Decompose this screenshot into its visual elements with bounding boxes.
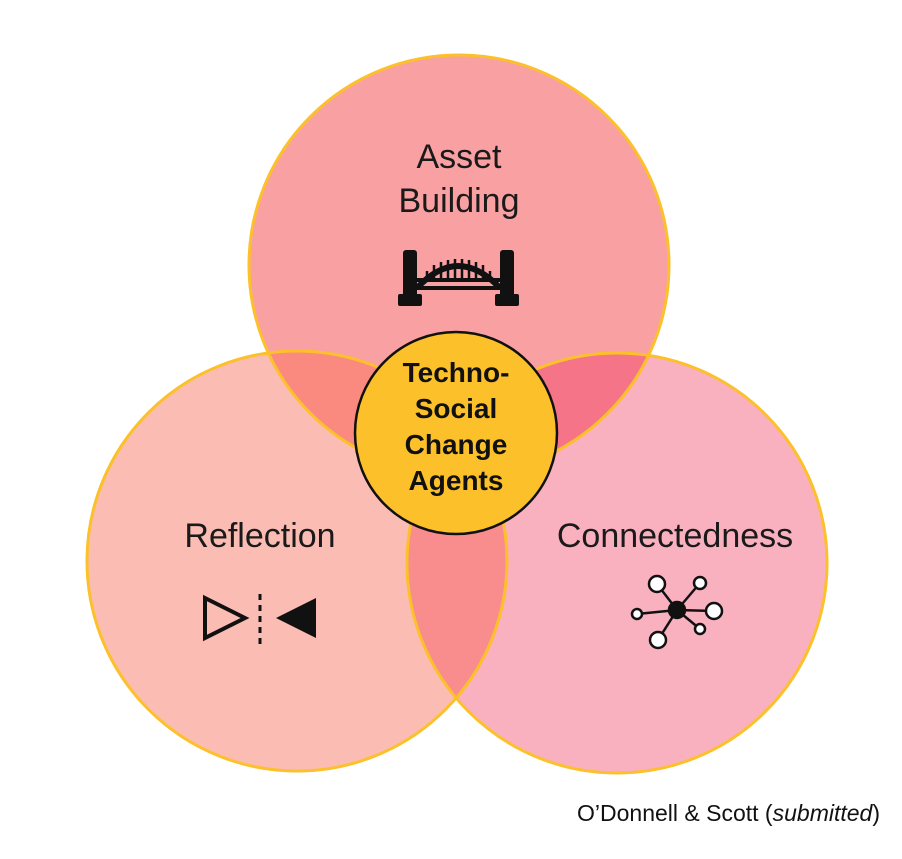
mirror-reflection-icon — [203, 594, 316, 644]
reflection-outline — [85, 349, 509, 773]
center-label-line-4: Agents — [408, 465, 504, 496]
asset-building-label-line-1: Asset — [416, 138, 502, 176]
bridge-icon — [398, 250, 519, 306]
connectedness-outline — [405, 351, 829, 775]
network-nodes-icon — [630, 574, 724, 650]
citation-prefix: O’Donnell & Scott ( — [577, 800, 773, 826]
center-label-line-1: Techno- — [402, 357, 510, 388]
center-label: Techno- Social Change Agents — [356, 355, 556, 499]
citation-suffix: ) — [872, 800, 880, 826]
citation-italic: submitted — [772, 800, 873, 826]
center-circle — [353, 330, 559, 536]
asset-building-label: Asset Building — [359, 135, 559, 223]
reflection-label: Reflection — [184, 517, 336, 555]
connectedness-label: Connectedness — [556, 517, 794, 555]
center-label-line-3: Change — [404, 429, 508, 460]
center-label-line-2: Social — [414, 393, 498, 424]
asset-building-label-line-2: Building — [398, 182, 520, 220]
citation: O’Donnell & Scott (submitted) — [577, 800, 880, 827]
